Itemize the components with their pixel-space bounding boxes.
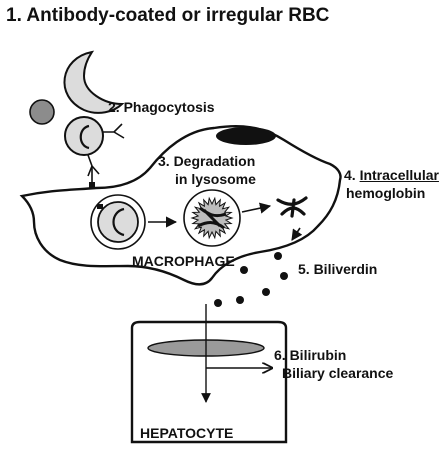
degradation-label-line1: 3. Degradation bbox=[158, 153, 256, 169]
hemoglobin-fragment bbox=[276, 196, 308, 218]
bilirubin-label: 6. Bilirubin bbox=[274, 347, 347, 363]
hepatocyte-label: HEPATOCYTE bbox=[140, 425, 234, 441]
free-rbc bbox=[29, 99, 55, 125]
lysosome-oval bbox=[216, 127, 276, 145]
intracellular-prefix: 4. bbox=[344, 167, 360, 183]
antibody-icon bbox=[87, 154, 100, 177]
lysosome bbox=[183, 189, 241, 247]
macrophage-outline bbox=[19, 125, 342, 286]
crescent-rbc bbox=[63, 50, 125, 114]
antibody-icon bbox=[103, 123, 125, 139]
fc-receptor-icon bbox=[89, 182, 95, 188]
figure-title: 1. Antibody-coated or irregular RBC bbox=[6, 5, 330, 26]
arrow-to-hemoglobin bbox=[241, 202, 272, 214]
macrophage-label: MACROPHAGE bbox=[132, 253, 235, 269]
phagosome bbox=[90, 194, 146, 250]
arrow-to-biliverdin bbox=[291, 227, 303, 241]
antibody-coated-rbc bbox=[64, 116, 104, 156]
intracellular-word: Intracellular bbox=[359, 167, 439, 183]
intracellular-label: 4. Intracellular bbox=[344, 168, 439, 183]
phagocytosis-label: 2. Phagocytosis bbox=[108, 99, 215, 115]
biliverdin-dots bbox=[214, 252, 288, 307]
degradation-label-line2: in lysosome bbox=[175, 171, 256, 187]
hemoglobin-label: hemoglobin bbox=[346, 185, 426, 201]
biliary-clearance-label: Biliary clearance bbox=[282, 365, 394, 381]
biliverdin-label: 5. Biliverdin bbox=[298, 261, 378, 277]
